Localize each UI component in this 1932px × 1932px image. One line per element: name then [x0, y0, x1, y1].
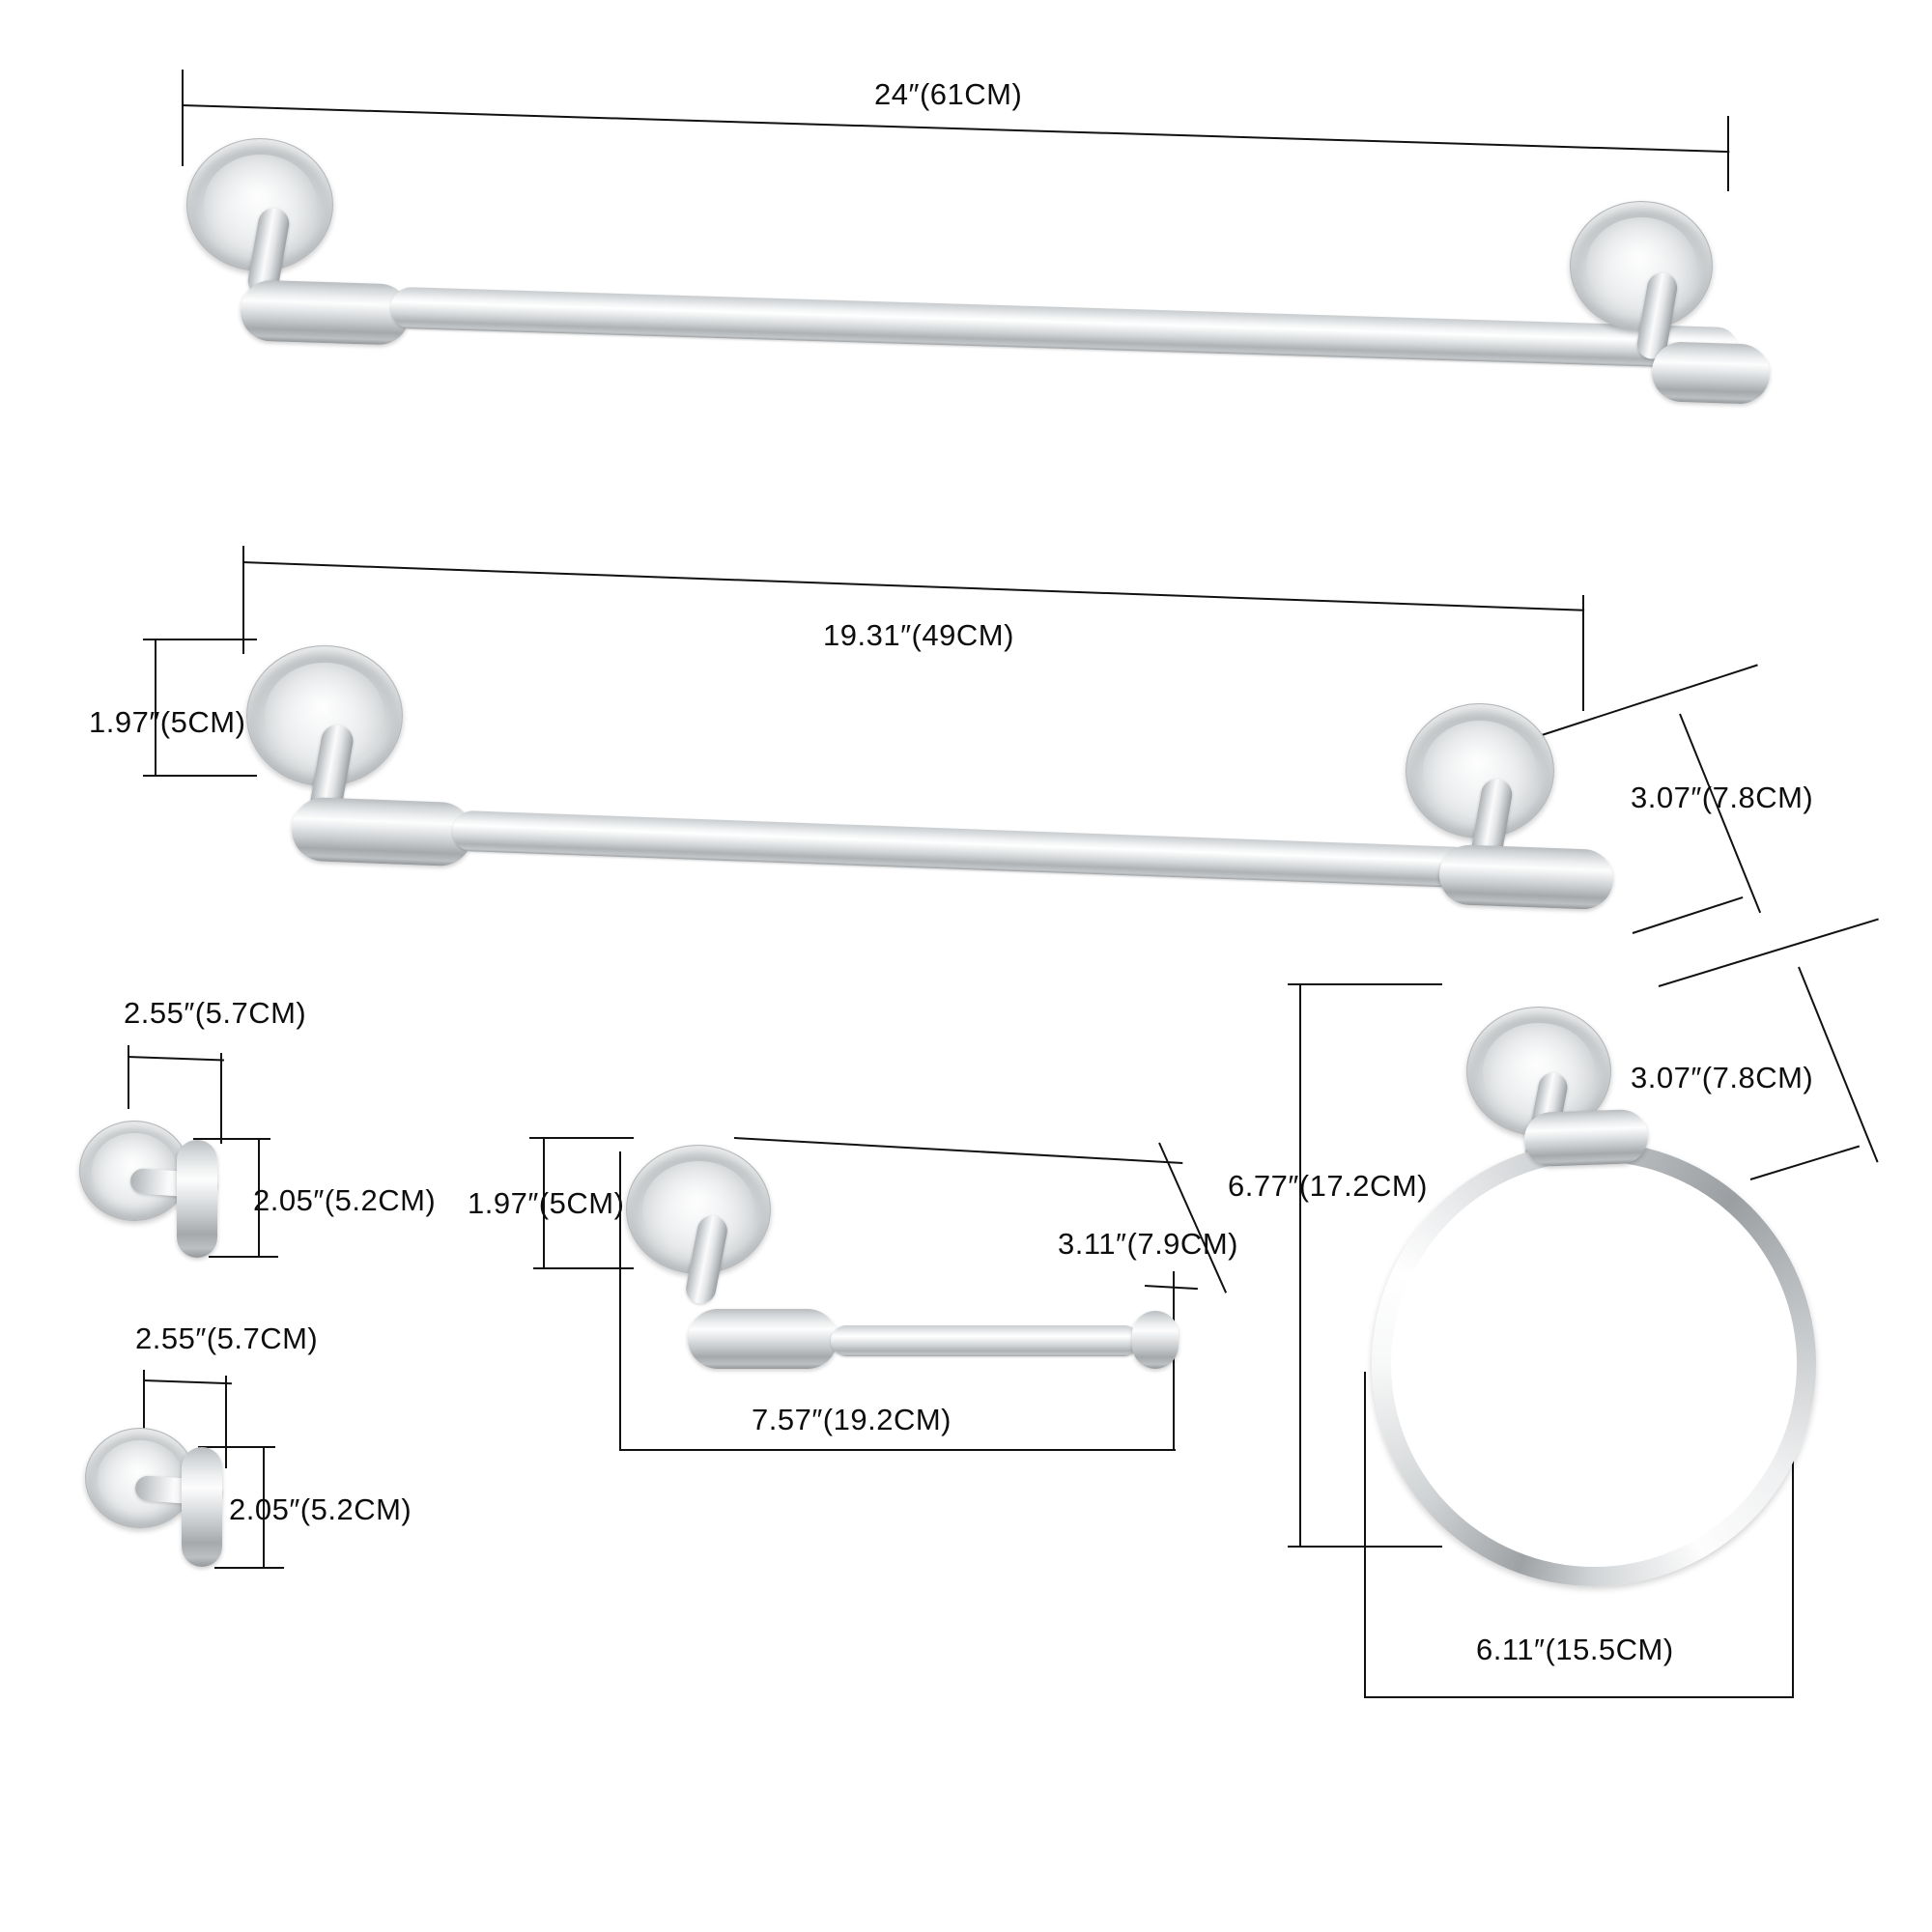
dimension-line — [619, 1449, 1176, 1451]
extension-line-lower — [1144, 1285, 1198, 1291]
dimension-label-ring-height: 6.77″(17.2CM) — [1228, 1169, 1429, 1203]
extension-line-bottom — [533, 1267, 634, 1269]
towel-ring-loop — [1372, 1142, 1816, 1586]
dimension-label-ring-width: 6.11″(15.5CM) — [1476, 1633, 1674, 1666]
dimension-label-bar19-flange: 1.97″(5CM) — [89, 705, 246, 739]
extension-line-left — [128, 1045, 129, 1109]
extension-line-right — [1792, 1354, 1794, 1698]
extension-line-left — [619, 1151, 621, 1451]
hook-knob — [177, 1140, 217, 1258]
dimension-label-tph-length: 7.57″(19.2CM) — [752, 1403, 952, 1436]
wall-flange-right — [1406, 703, 1554, 838]
extension-line-top — [143, 639, 257, 640]
dimension-label-hook1-width: 2.55″(5.7CM) — [124, 996, 307, 1030]
towel-bar-rod — [389, 286, 1739, 370]
dimension-label-hook1-height: 2.05″(5.2CM) — [253, 1183, 437, 1217]
wall-flange — [626, 1145, 771, 1274]
dimension-label-bar24-length: 24″(61CM) — [874, 77, 1023, 111]
ring-collar — [1523, 1108, 1649, 1168]
extension-line-right — [1173, 1271, 1175, 1451]
extension-line-left — [182, 70, 184, 166]
dimension-label-tph-depth: 3.11″(7.9CM) — [1058, 1227, 1238, 1261]
extension-line-right — [1727, 116, 1729, 191]
extension-line-top — [193, 1138, 270, 1140]
dimension-line — [155, 639, 156, 776]
extension-line-bottom — [143, 775, 257, 777]
dimension-label-ring-depth: 3.07″(7.8CM) — [1631, 1061, 1814, 1094]
paper-roll-rod — [831, 1325, 1140, 1356]
dimension-label-hook2-width: 2.55″(5.7CM) — [135, 1321, 319, 1355]
extension-line-upper — [733, 1137, 1183, 1164]
paper-roll-end-cap — [688, 1309, 838, 1369]
dimension-label-tph-flange: 1.97″(5CM) — [468, 1186, 625, 1220]
dimension-line — [543, 1137, 545, 1268]
dimension-label-bar19-length: 19.31″(49CM) — [823, 618, 1014, 652]
dimension-line — [1158, 1142, 1228, 1293]
extension-line-upper — [1658, 918, 1879, 987]
wall-flange-right — [1570, 201, 1713, 330]
hook-knob — [182, 1447, 222, 1567]
dimension-label-bar19-depth: 3.07″(7.8CM) — [1631, 781, 1814, 814]
dimension-line — [242, 561, 1585, 611]
extension-line-left — [1364, 1372, 1366, 1698]
dimension-line — [263, 1446, 265, 1568]
extension-line-left — [143, 1370, 145, 1430]
extension-line-top — [529, 1137, 634, 1139]
extension-line-right — [1582, 595, 1584, 711]
dimension-line — [127, 1056, 224, 1062]
extension-line-top — [198, 1446, 275, 1448]
bar-end-cap-left — [240, 279, 411, 346]
extension-line-lower — [1749, 1145, 1861, 1180]
extension-line-bottom — [214, 1567, 284, 1569]
dimension-label-hook2-height: 2.05″(5.2CM) — [229, 1492, 412, 1526]
extension-line-bottom — [209, 1256, 278, 1258]
extension-line-top — [1288, 983, 1442, 985]
extension-line-right — [220, 1053, 222, 1144]
extension-line-upper — [1541, 664, 1758, 736]
dimension-line — [258, 1138, 260, 1258]
extension-line-left — [242, 546, 244, 654]
bar-end-cap-left — [290, 796, 474, 867]
extension-line-right — [225, 1376, 227, 1468]
dimension-line — [1364, 1696, 1794, 1698]
paper-roll-tip — [1132, 1311, 1179, 1369]
bar-end-cap-right — [1651, 341, 1771, 405]
dimension-line — [1299, 983, 1301, 1548]
towel-bar-rod — [451, 810, 1474, 889]
dimension-line — [142, 1379, 232, 1385]
bar-end-cap-right — [1437, 843, 1615, 911]
extension-line-lower — [1632, 895, 1744, 934]
